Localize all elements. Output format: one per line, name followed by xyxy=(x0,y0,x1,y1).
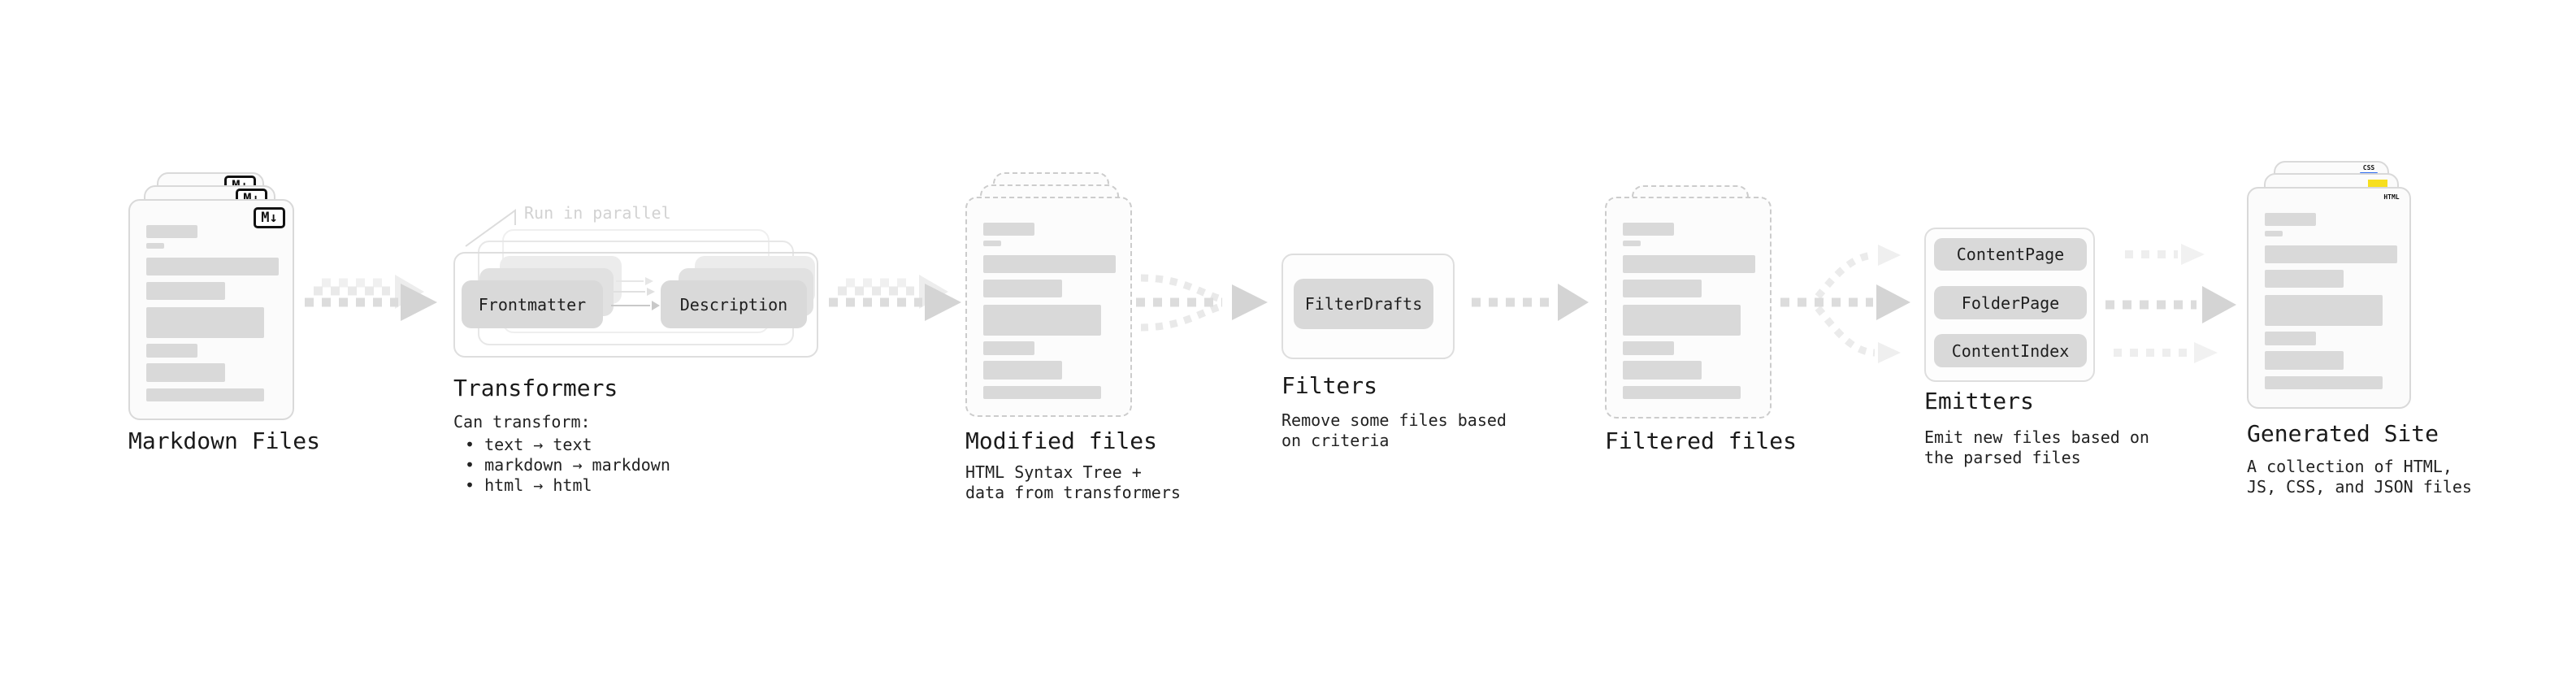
placeholder-line xyxy=(146,388,264,401)
flow-arrow-emitters-middle xyxy=(2105,286,2236,323)
placeholder-line xyxy=(1623,223,1674,236)
flow-arrow-markdown-to-transformers xyxy=(305,275,437,321)
annotation-line xyxy=(465,209,516,247)
placeholder-line xyxy=(2265,376,2383,389)
arrowhead xyxy=(925,284,961,321)
arrowhead xyxy=(1558,284,1589,321)
placeholder-line xyxy=(1623,305,1741,336)
html5-icon: HTML 5 xyxy=(2383,193,2400,217)
arrowhead xyxy=(1232,284,1268,320)
placeholder-line xyxy=(146,258,279,275)
filtered-file-card xyxy=(1605,197,1772,419)
transformer-frame xyxy=(453,252,818,358)
arrowhead xyxy=(401,284,437,321)
markdown-icon: M↓ xyxy=(254,207,285,228)
annotation-run-in-parallel: Run in parallel xyxy=(524,203,671,223)
placeholder-line xyxy=(146,243,164,249)
placeholder-line xyxy=(146,225,197,238)
contentpage-pill: ContentPage xyxy=(1934,238,2087,271)
placeholder-line xyxy=(2265,213,2316,226)
placeholder-line xyxy=(2265,270,2344,288)
placeholder-line xyxy=(146,363,225,382)
stage-title-filters: Filters xyxy=(1281,372,1378,399)
placeholder-line xyxy=(146,282,225,300)
generated-site-subtitle-2: JS, CSS, and JSON files xyxy=(2247,477,2472,497)
arrowhead-top xyxy=(1878,245,1901,266)
placeholder-line xyxy=(2265,332,2316,345)
filters-subtitle-1: Remove some files based xyxy=(1281,410,1507,430)
generated-site-subtitle-1: A collection of HTML, xyxy=(2247,457,2452,476)
emitters-subtitle-2: the parsed files xyxy=(1924,448,2081,467)
modified-file-card xyxy=(965,197,1132,417)
transformers-heading: Can transform: xyxy=(453,412,591,432)
arrowhead-bottom xyxy=(1878,342,1901,363)
arrowhead xyxy=(1876,284,1910,320)
placeholder-line xyxy=(2265,295,2383,326)
placeholder-line xyxy=(146,344,197,358)
arrowhead xyxy=(2194,342,2218,363)
transformers-bullet-3: • html → html xyxy=(465,475,592,495)
flow-arrow-transformers-to-modified xyxy=(829,275,961,321)
modified-files-subtitle-1: HTML Syntax Tree + xyxy=(965,462,1142,482)
stage-title-modified-files: Modified files xyxy=(965,427,1158,454)
flow-arrow-modified-to-filters xyxy=(1136,274,1268,332)
document-placeholder-lines xyxy=(146,201,279,419)
placeholder-line xyxy=(983,341,1034,355)
placeholder-line xyxy=(983,386,1101,399)
filterdrafts-pill: FilterDrafts xyxy=(1294,279,1433,329)
document-placeholder-lines xyxy=(1623,198,1755,417)
placeholder-line xyxy=(1623,255,1755,273)
placeholder-line xyxy=(2265,351,2344,370)
arrowhead xyxy=(2202,286,2236,323)
flow-arrow-filters-to-filtered xyxy=(1472,284,1589,321)
placeholder-line xyxy=(1623,241,1641,246)
transformers-bullet-1: • text → text xyxy=(465,435,592,454)
placeholder-line xyxy=(2265,231,2283,236)
frontmatter-pill: Frontmatter xyxy=(462,280,603,328)
markdown-file-card: M↓ xyxy=(128,199,294,420)
description-pill: Description xyxy=(661,280,807,328)
placeholder-line xyxy=(1623,280,1702,297)
filters-subtitle-2: on criteria xyxy=(1281,431,1390,450)
placeholder-line xyxy=(983,361,1062,380)
placeholder-line xyxy=(1623,341,1674,355)
placeholder-line xyxy=(1623,386,1741,399)
generated-file-card: HTML 5 xyxy=(2247,187,2411,409)
transformers-bullet-2: • markdown → markdown xyxy=(465,455,670,475)
placeholder-line xyxy=(983,241,1001,246)
folderpage-pill: FolderPage xyxy=(1934,286,2087,319)
modified-files-subtitle-2: data from transformers xyxy=(965,483,1181,502)
placeholder-line xyxy=(983,305,1101,336)
stage-title-transformers: Transformers xyxy=(453,375,618,401)
placeholder-line xyxy=(983,280,1062,297)
placeholder-line xyxy=(983,223,1034,236)
stage-title-generated-site: Generated Site xyxy=(2247,420,2439,447)
document-placeholder-lines xyxy=(983,198,1116,415)
document-placeholder-lines xyxy=(2265,189,2397,407)
stage-title-markdown-files: Markdown Files xyxy=(128,427,321,454)
placeholder-line xyxy=(983,255,1116,273)
flow-arrow-filtered-to-emitters xyxy=(1780,245,1910,363)
emitters-subtitle-1: Emit new files based on xyxy=(1924,427,2149,447)
arrowhead xyxy=(2181,244,2205,265)
placeholder-line xyxy=(2265,245,2397,263)
flow-arrow-emitters-top xyxy=(2125,244,2205,265)
flow-arrow-emitters-bottom xyxy=(2114,342,2218,363)
stage-title-filtered-files: Filtered files xyxy=(1605,427,1798,454)
contentindex-pill: ContentIndex xyxy=(1934,334,2087,367)
placeholder-line xyxy=(1623,361,1702,380)
placeholder-line xyxy=(146,307,264,338)
parallel-transform-arrows xyxy=(611,277,660,310)
stage-title-emitters: Emitters xyxy=(1924,388,2034,414)
